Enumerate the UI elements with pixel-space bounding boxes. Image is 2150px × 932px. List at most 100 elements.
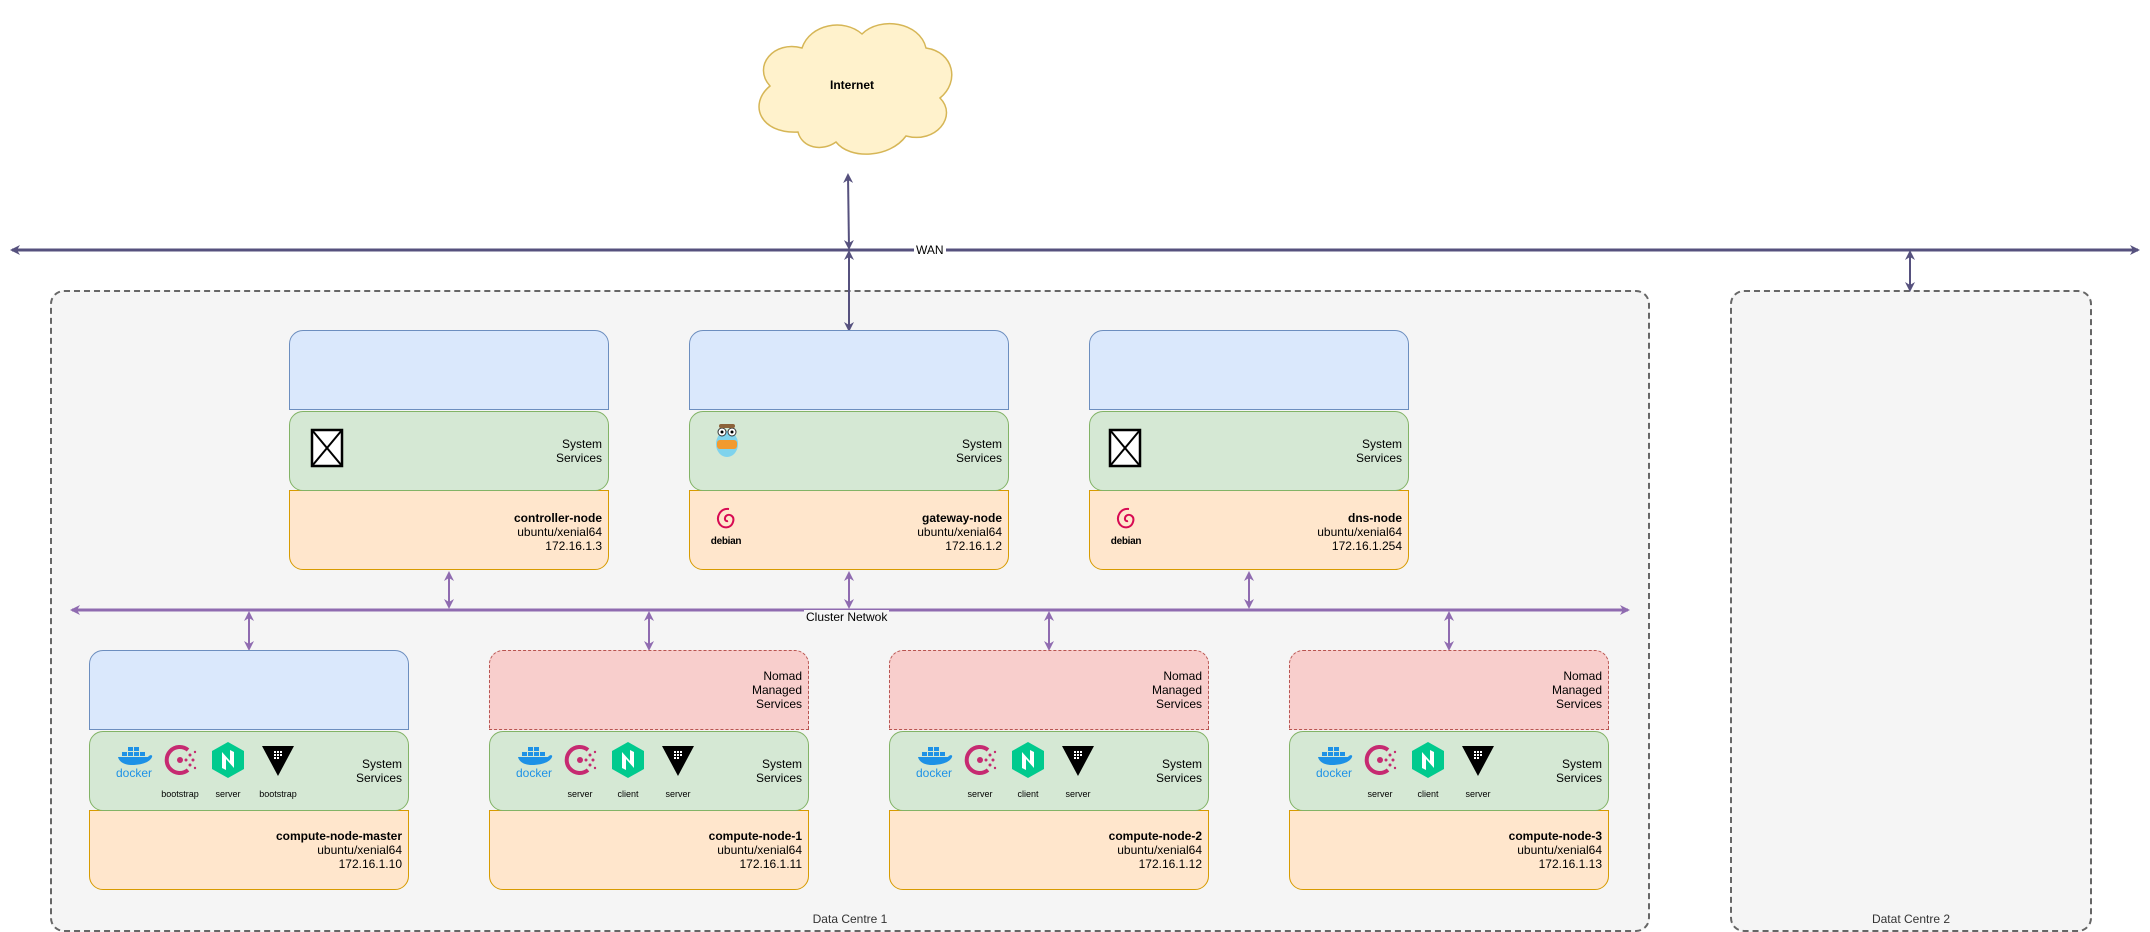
os-name: ubuntu/xenial64 — [1317, 525, 1402, 539]
debian-icon: debian — [706, 505, 746, 547]
missing-image-icon — [1108, 428, 1142, 473]
consul-icon — [960, 740, 1000, 785]
ip-address: 172.16.1.11 — [739, 857, 802, 871]
system-services-label: System Services — [555, 437, 602, 465]
data-centre-2-label: Datat Centre 2 — [1871, 912, 1951, 926]
hostname: controller-node — [513, 511, 602, 525]
internet-cloud: Internet — [740, 12, 964, 164]
system-services-layer: System Services — [1089, 411, 1409, 491]
service-caption: client — [1017, 789, 1039, 799]
nomad-managed-label: Nomad Managed Services — [1151, 669, 1202, 711]
docker-label: docker — [115, 766, 153, 780]
gopher-icon — [712, 420, 742, 465]
ip-address: 172.16.1.13 — [1538, 857, 1602, 871]
docker-icon — [514, 744, 554, 771]
nomad-icon — [1408, 740, 1448, 785]
service-caption: server — [215, 789, 241, 799]
dns-node[interactable]: debian dns-node ubuntu/xenial64 172.16.1… — [1089, 330, 1409, 571]
service-caption: client — [617, 789, 639, 799]
debian-label: debian — [1110, 536, 1142, 547]
nomad-icon — [608, 740, 648, 785]
missing-image-icon — [310, 428, 344, 473]
system-services-layer: System Services — [689, 411, 1009, 491]
gateway-node[interactable]: debian gateway-node ubuntu/xenial64 172.… — [689, 330, 1009, 571]
os-name: ubuntu/xenial64 — [917, 525, 1002, 539]
nomad-managed-layer: Nomad Managed Services — [889, 650, 1209, 730]
hostname: compute-node-master — [275, 829, 402, 843]
wan-label: WAN — [914, 243, 946, 257]
data-centre-2 — [1730, 290, 2092, 932]
system-services-label: System Services — [955, 437, 1002, 465]
service-caption: server — [567, 789, 593, 799]
os-name: ubuntu/xenial64 — [317, 843, 402, 857]
internet-label: Internet — [829, 78, 874, 92]
hostname: compute-node-3 — [1508, 829, 1602, 843]
os-layer: controller-node ubuntu/xenial64 172.16.1… — [289, 490, 609, 570]
node-top-layer — [1089, 330, 1409, 410]
ip-address: 172.16.1.2 — [945, 539, 1002, 553]
system-services-label: System Services — [755, 757, 802, 785]
nomad-icon — [1008, 740, 1048, 785]
os-layer: debian gateway-node ubuntu/xenial64 172.… — [689, 490, 1009, 570]
vault-icon — [1058, 740, 1098, 785]
consul-icon — [560, 740, 600, 785]
vault-icon — [1458, 740, 1498, 785]
ip-address: 172.16.1.254 — [1331, 539, 1402, 553]
service-caption: server — [967, 789, 993, 799]
hostname: compute-node-2 — [1108, 829, 1202, 843]
hostname: dns-node — [1348, 511, 1402, 525]
docker-icon — [1314, 744, 1354, 771]
service-caption: server — [665, 789, 691, 799]
nomad-icon — [208, 740, 248, 785]
internet-wan-link — [843, 173, 854, 250]
service-caption: server — [1367, 789, 1393, 799]
docker-label: docker — [515, 766, 553, 780]
nomad-managed-label: Nomad Managed Services — [751, 669, 802, 711]
os-name: ubuntu/xenial64 — [1117, 843, 1202, 857]
hostname: compute-node-1 — [708, 829, 802, 843]
debian-label: debian — [710, 536, 742, 547]
os-name: ubuntu/xenial64 — [717, 843, 802, 857]
vault-icon — [658, 740, 698, 785]
cluster-network-label: Cluster Netwok — [804, 610, 890, 624]
nomad-managed-layer: Nomad Managed Services — [1289, 650, 1609, 730]
system-services-layer: docker bootstrap server bootstrap System Ser… — [89, 731, 409, 811]
os-name: ubuntu/xenial64 — [517, 525, 602, 539]
data-centre-1-label: Data Centre 1 — [812, 912, 888, 926]
cloud-icon — [758, 22, 953, 155]
service-caption: server — [1065, 789, 1091, 799]
nomad-managed-label: Nomad Managed Services — [1551, 669, 1602, 711]
service-caption: client — [1417, 789, 1439, 799]
system-services-label: System Services — [1355, 437, 1402, 465]
vault-icon — [258, 740, 298, 785]
consul-icon — [160, 740, 200, 785]
ip-address: 172.16.1.3 — [545, 539, 602, 553]
system-services-label: System Services — [1555, 757, 1602, 785]
nomad-managed-layer: Nomad Managed Services — [489, 650, 809, 730]
system-services-layer: System Services — [289, 411, 609, 491]
node-top-layer — [289, 330, 609, 410]
ip-address: 172.16.1.10 — [338, 857, 402, 871]
docker-label: docker — [1315, 766, 1353, 780]
consul-icon — [1360, 740, 1400, 785]
os-layer: debian dns-node ubuntu/xenial64 172.16.1… — [1089, 490, 1409, 570]
node-top-layer — [89, 650, 409, 730]
controller-node[interactable]: controller-node ubuntu/xenial64 172.16.1… — [289, 330, 609, 571]
system-services-label: System Services — [1155, 757, 1202, 785]
docker-icon — [114, 744, 154, 771]
service-caption: bootstrap — [161, 789, 199, 799]
service-caption: bootstrap — [259, 789, 297, 799]
system-services-label: System Services — [355, 757, 402, 785]
ip-address: 172.16.1.12 — [1138, 857, 1202, 871]
node-top-layer — [689, 330, 1009, 410]
